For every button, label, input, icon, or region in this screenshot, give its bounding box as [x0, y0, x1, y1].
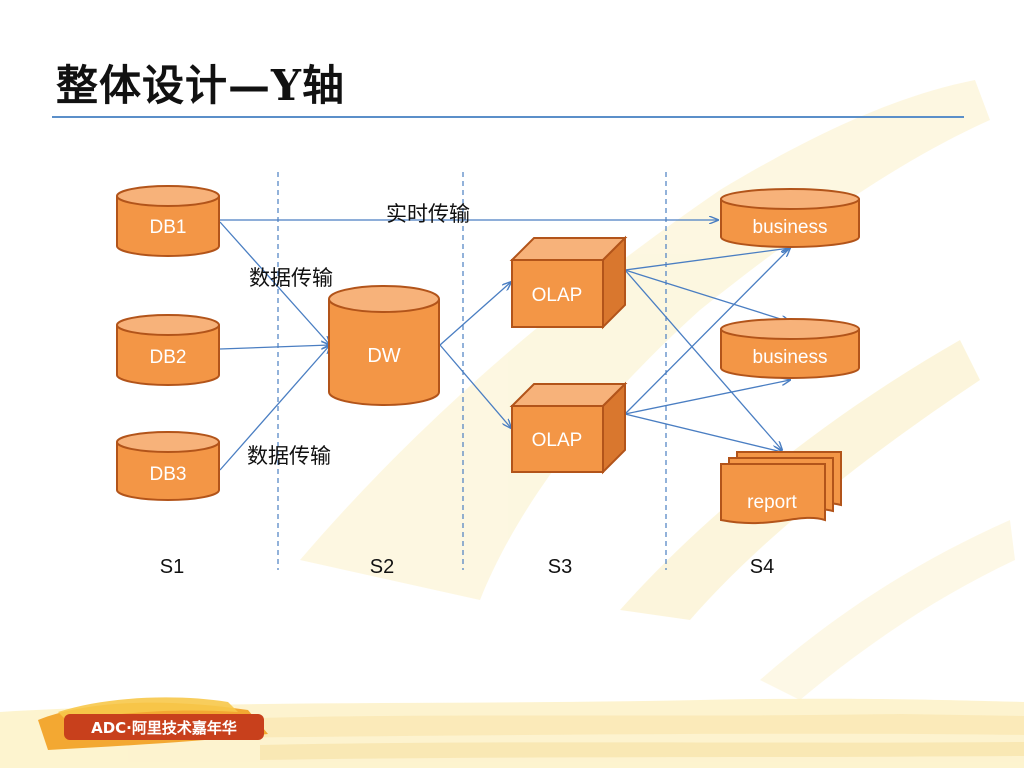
dw-node: DW: [328, 285, 440, 406]
business2-label: business: [753, 347, 828, 368]
data-transfer-label-bottom: 数据传输: [247, 444, 331, 468]
data-transfer-label-top: 数据传输: [249, 266, 333, 290]
report-label: report: [747, 492, 797, 513]
realtime-transfer-label: 实时传输: [386, 202, 470, 226]
business1-label: business: [753, 217, 828, 238]
edge-olap1-business2: [624, 269, 790, 322]
stage-label-s4: S4: [750, 556, 774, 578]
db3-node: DB3: [116, 431, 220, 501]
stage-label-s3: S3: [548, 556, 572, 578]
olap1-label: OLAP: [532, 285, 583, 306]
edge-dw-olap2: [439, 344, 511, 428]
db3-label: DB3: [150, 464, 187, 485]
olap1-node: OLAP: [509, 235, 628, 330]
edge-olap2-report: [624, 413, 782, 452]
adc-logo: ADC·阿里技术嘉年华: [38, 697, 268, 750]
db2-node: DB2: [116, 314, 220, 386]
olap2-node: OLAP: [509, 381, 628, 475]
stage-label-s1: S1: [160, 556, 184, 578]
edge-db1-dw: [219, 221, 330, 345]
page-title: 整体设计—Y轴: [56, 61, 345, 110]
dw-label: DW: [367, 345, 400, 367]
stage-label-s2: S2: [370, 556, 394, 578]
edge-olap1-report: [624, 269, 782, 450]
db1-node: DB1: [116, 185, 220, 257]
logo-text: ADC·阿里技术嘉年华: [91, 719, 237, 737]
edge-olap2-business1: [624, 248, 790, 415]
edge-dw-olap1: [439, 282, 511, 346]
olap2-label: OLAP: [532, 430, 583, 451]
edge-olap1-business1: [624, 248, 790, 271]
edge-olap2-business2: [624, 380, 790, 415]
business1-node: business: [720, 188, 860, 248]
edge-db2-dw: [219, 345, 330, 350]
report-node: report: [720, 451, 842, 525]
edge-db3-dw: [219, 345, 330, 471]
db2-label: DB2: [150, 347, 187, 368]
business2-node: business: [720, 318, 860, 379]
title-divider: [52, 116, 964, 118]
db1-label: DB1: [150, 217, 187, 238]
